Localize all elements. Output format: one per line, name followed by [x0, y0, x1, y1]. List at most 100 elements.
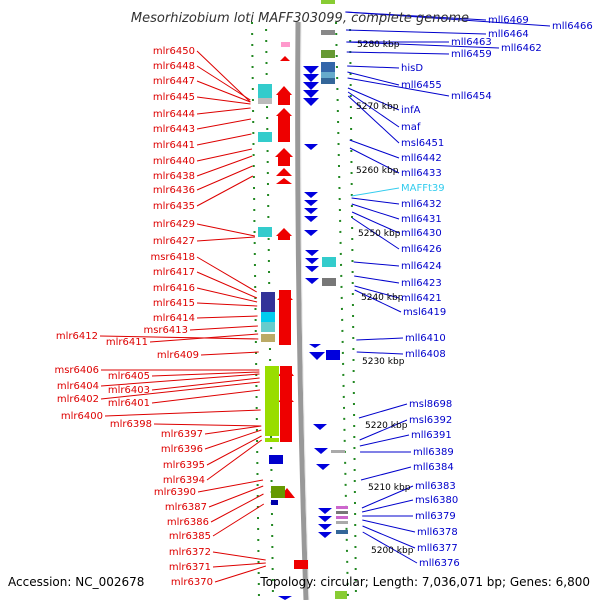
connector-line	[361, 499, 414, 513]
gene-label[interactable]: mlr6403	[108, 385, 150, 396]
gene-label[interactable]: mlr6402	[57, 394, 99, 405]
gene-label[interactable]: mlr6444	[153, 109, 195, 120]
connector-line	[356, 351, 404, 355]
gene-label[interactable]: mlr6440	[153, 156, 195, 167]
connector-line	[100, 381, 260, 400]
connector-line	[153, 423, 262, 427]
gene-label[interactable]: mlr6448	[153, 61, 195, 72]
gene-label[interactable]: mll6433	[401, 168, 442, 179]
gene-label[interactable]: mll6469	[488, 15, 529, 26]
connector-line	[349, 147, 400, 174]
gene-label[interactable]: mll6463	[451, 37, 492, 48]
gene-label[interactable]: mll6424	[401, 261, 442, 272]
gene-label[interactable]: mll6432	[401, 199, 442, 210]
gene-label[interactable]: mlr6435	[153, 201, 195, 212]
gene-label[interactable]: msr6418	[150, 252, 195, 263]
gene-label[interactable]: mlr6445	[153, 92, 195, 103]
gene-label[interactable]: mlr6412	[56, 331, 98, 342]
gene-label[interactable]: mll6410	[405, 333, 446, 344]
gene-label[interactable]: mlr6385	[169, 531, 211, 542]
gene-label[interactable]: mlr6405	[108, 371, 150, 382]
gene-label[interactable]: mll6431	[401, 214, 442, 225]
gene-label[interactable]: mll6442	[401, 153, 442, 164]
gene-label[interactable]: msr6413	[143, 325, 188, 336]
gene-label[interactable]: mll6389	[413, 447, 454, 458]
connector-line	[196, 148, 253, 162]
connector-line	[151, 389, 261, 404]
gene-label[interactable]: msl6392	[409, 415, 452, 426]
gene-label[interactable]: mlr6450	[153, 46, 195, 57]
gene-label[interactable]: mlr6371	[169, 562, 211, 573]
gene-label[interactable]: mlr6429	[153, 219, 195, 230]
gene-label[interactable]: mll6383	[415, 481, 456, 492]
gene-label[interactable]: mlr6396	[161, 444, 203, 455]
gene-label[interactable]: mlr6398	[110, 419, 152, 430]
gene-label[interactable]: mlr6438	[153, 171, 195, 182]
gene-label[interactable]: msl8698	[409, 399, 452, 410]
connector-line	[151, 377, 260, 391]
gene-label[interactable]: mlr6417	[153, 267, 195, 278]
gene-label[interactable]: mlr6400	[61, 411, 103, 422]
connector-line	[151, 371, 260, 377]
gene-label[interactable]: hisD	[401, 63, 423, 74]
gene-label[interactable]: mlr6409	[157, 350, 199, 361]
connector-line	[196, 155, 253, 177]
gene-label[interactable]: mlr6395	[163, 460, 205, 471]
gene-label[interactable]: msl6380	[415, 495, 458, 506]
gene-label[interactable]: mlr6397	[161, 429, 203, 440]
gene-label[interactable]: mlr6370	[171, 577, 213, 588]
gene-label[interactable]: mll6430	[401, 228, 442, 239]
gene-label[interactable]: mlr6447	[153, 76, 195, 87]
gene-label[interactable]: mlr6386	[167, 517, 209, 528]
connector-line	[189, 325, 258, 331]
connector-line	[204, 425, 262, 435]
gene-label[interactable]: mll6408	[405, 349, 446, 360]
gene-label[interactable]: mlr6372	[169, 547, 211, 558]
gene-label[interactable]: mll6379	[415, 511, 456, 522]
connector-line	[347, 71, 400, 86]
connector-line	[347, 77, 450, 97]
connector-line	[204, 429, 262, 450]
gene-label[interactable]: mll6376	[419, 558, 460, 569]
gene-label[interactable]: mll6421	[401, 293, 442, 304]
connector-line	[210, 493, 264, 523]
gene-label[interactable]: mlr6427	[153, 236, 195, 247]
connector-line	[359, 419, 408, 441]
gene-label[interactable]: msr6406	[54, 365, 99, 376]
gene-label[interactable]: mll6466	[552, 21, 593, 32]
gene-label[interactable]: mll6459	[451, 49, 492, 60]
gene-label[interactable]: mlr6394	[163, 475, 205, 486]
gene-label[interactable]: mlr6415	[153, 298, 195, 309]
gene-label[interactable]: mll6423	[401, 278, 442, 289]
gene-label[interactable]: mll6462	[501, 43, 542, 54]
gene-label[interactable]: mlr6411	[106, 337, 148, 348]
gene-label[interactable]: mlr6436	[153, 185, 195, 196]
gene-label[interactable]: mll6377	[417, 543, 458, 554]
gene-label[interactable]: mll6426	[401, 244, 442, 255]
gene-label[interactable]: mlr6416	[153, 283, 195, 294]
gene-label[interactable]: MAFFt39	[401, 183, 445, 194]
right-gene-labels: mll6469 mll6466 mll6464 mll6463 mll6462 …	[401, 15, 593, 569]
gene-label[interactable]: mlr6387	[165, 502, 207, 513]
gene-label[interactable]: mll6455	[401, 80, 442, 91]
gene-label[interactable]: msl6451	[401, 138, 444, 149]
gene-label[interactable]: mll6391	[411, 430, 452, 441]
gene-label[interactable]: maf	[401, 122, 421, 133]
gene-label[interactable]: mlr6390	[154, 487, 196, 498]
gene-label[interactable]: mlr6443	[153, 124, 195, 135]
kbp-label: 5250 kbp	[358, 229, 401, 239]
gene-label[interactable]: mlr6441	[153, 140, 195, 151]
gene-label[interactable]: mll6464	[488, 29, 529, 40]
gene-label[interactable]: mlr6401	[108, 398, 150, 409]
gene-label[interactable]: mll6454	[451, 91, 492, 102]
gene-label[interactable]: mll6384	[413, 462, 454, 473]
gene-label[interactable]: mlr6414	[153, 313, 195, 324]
gene-label[interactable]: infA	[401, 105, 421, 116]
connector-line	[212, 562, 266, 568]
connector-line	[196, 50, 251, 103]
connector-line	[354, 289, 402, 313]
gene-label[interactable]: msl6419	[403, 307, 446, 318]
connector-line	[362, 519, 416, 533]
gene-label[interactable]: mlr6404	[57, 381, 99, 392]
gene-label[interactable]: mll6378	[417, 527, 458, 538]
